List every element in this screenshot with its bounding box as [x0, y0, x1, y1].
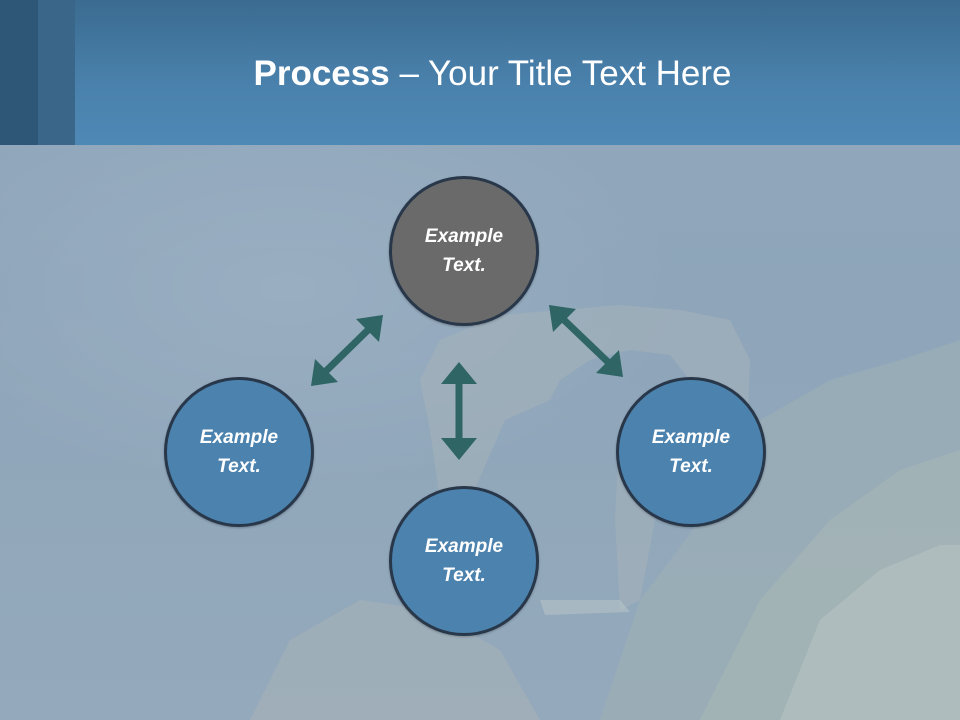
arrow-center-bottom	[441, 362, 477, 460]
node-line1: Example	[424, 226, 504, 247]
arrow-center-left	[311, 315, 383, 386]
node-line1: Example	[651, 427, 731, 448]
header-accent-dark	[0, 0, 38, 145]
page-title: Process – Your Title Text Here	[0, 52, 960, 96]
node-line1: Example	[424, 536, 504, 557]
header-band: Process – Your Title Text Here	[0, 0, 960, 145]
node-line2: Text.	[442, 255, 486, 276]
title-rest: – Your Title Text Here	[389, 54, 732, 93]
arrow-center-right	[549, 305, 623, 377]
title-bold: Process	[253, 54, 390, 93]
node-line2: Text.	[442, 565, 486, 586]
header-accent-mid	[38, 0, 75, 145]
node-line2: Text.	[217, 456, 261, 477]
node-line2: Text.	[669, 456, 713, 477]
node-line1: Example	[199, 427, 279, 448]
